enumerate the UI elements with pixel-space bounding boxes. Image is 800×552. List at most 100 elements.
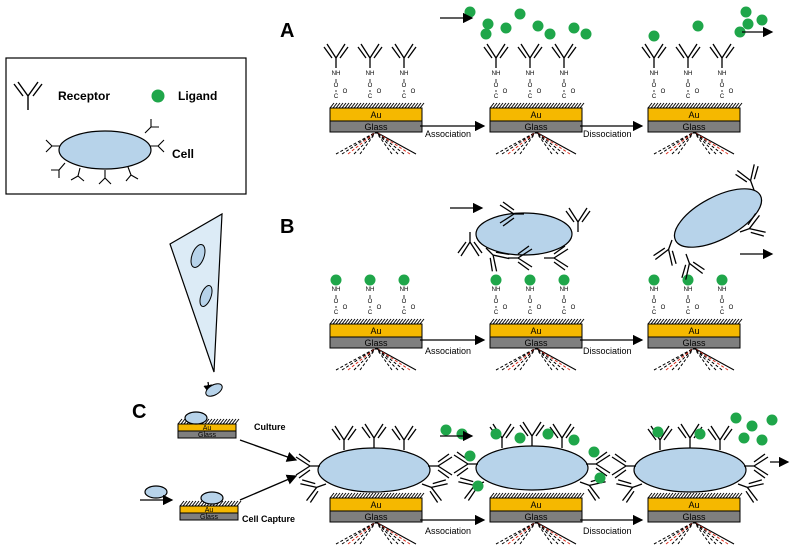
receptor-b2-3 (544, 245, 569, 271)
linker-oxygen: O (686, 299, 691, 305)
ligand-a3-free-1 (756, 14, 768, 26)
receptor-c2-3 (549, 423, 575, 448)
linker-oxygen: O (652, 299, 657, 305)
receptor-a3-2 (675, 43, 701, 68)
receptor-b2-2 (508, 245, 533, 271)
gold-label: Au (203, 425, 212, 432)
linker-carbon: C (494, 94, 499, 100)
receptor-a2-2 (517, 43, 543, 68)
ligand-b2-3 (558, 274, 570, 286)
ligand-b2-1 (490, 274, 502, 286)
ligand-a2-free-2 (514, 8, 526, 20)
receptor-b2-0 (457, 232, 483, 257)
ligand-b3-3 (716, 274, 728, 286)
pipette-drop-cell (205, 383, 223, 397)
linker-oxygen: O (334, 83, 339, 89)
receptor-a3-3 (709, 43, 735, 68)
glass-label: Glass (364, 338, 388, 348)
ligand-a3-bound-0 (648, 30, 660, 42)
sam-layer (179, 500, 242, 507)
receptor-c2-0 (453, 451, 478, 477)
ligand-c3-free-2 (738, 432, 750, 444)
ligand-b3-1 (648, 274, 660, 286)
receptor-a2-3 (551, 43, 577, 68)
receptor-b3-1 (735, 164, 759, 191)
glass-label: Glass (682, 338, 706, 348)
linker-carbon: C (402, 310, 407, 316)
linker-carbon: C (562, 94, 567, 100)
ligand-a2-free-1 (482, 18, 494, 30)
linker-carbon: C (720, 94, 725, 100)
gold-label: Au (688, 110, 699, 120)
ligand-a2-bound-5 (580, 28, 592, 40)
ligand-a3-bound-1 (692, 20, 704, 32)
linker-carbonyl-o: O (411, 89, 416, 95)
linker-oxygen: O (720, 83, 725, 89)
receptor-a3-1 (641, 43, 667, 68)
sam-layer (489, 102, 585, 109)
glass-label: Glass (524, 512, 548, 522)
linker-oxygen: O (686, 83, 691, 89)
linker-oxygen: O (652, 83, 657, 89)
linker-carbonyl-o: O (571, 305, 576, 311)
ligand-c-free-1 (456, 428, 468, 440)
linker-carbon: C (368, 310, 373, 316)
linker-oxygen: O (494, 299, 499, 305)
sam-layer (329, 102, 425, 109)
linker-oxygen: O (402, 83, 407, 89)
linker-nh: NH (400, 71, 409, 77)
ligand-c2-bound-5 (588, 446, 600, 458)
ligand-a3-free-0 (740, 6, 752, 18)
receptor-b2-1 (565, 207, 591, 232)
receptor-b3-3 (739, 213, 766, 237)
linker-carbon: C (528, 310, 533, 316)
linker-carbonyl-o: O (661, 89, 666, 95)
linker-carbon: C (652, 94, 657, 100)
linker-carbon: C (494, 310, 499, 316)
linker-carbonyl-o: O (343, 89, 348, 95)
linker-carbon: C (652, 310, 657, 316)
linker-nh: NH (684, 287, 693, 293)
glass-label: Glass (682, 122, 706, 132)
panel-label-a: A (280, 20, 294, 42)
sam-layer (647, 318, 743, 325)
receptor-c1-2 (331, 425, 357, 450)
light-rays (335, 521, 417, 545)
glass-label: Glass (524, 122, 548, 132)
linker-nh: NH (492, 71, 501, 77)
linker-oxygen: O (402, 299, 407, 305)
step-label-b-association: Association (425, 346, 471, 356)
linker-oxygen: O (494, 83, 499, 89)
linker-carbonyl-o: O (377, 305, 382, 311)
step-label-a-association: Association (425, 129, 471, 139)
linker-carbonyl-o: O (377, 89, 382, 95)
linker-a1-3: COO NH (400, 71, 416, 100)
glass-label: Glass (198, 432, 216, 439)
linker-carbonyl-o: O (537, 305, 542, 311)
linker-oxygen: O (334, 299, 339, 305)
pipette-cell-2 (199, 285, 213, 307)
linker-nh: NH (526, 287, 535, 293)
legend: Receptor Ligand Cell (5, 57, 247, 195)
receptor-a1-2 (357, 43, 383, 68)
ligand-a2-free-0 (464, 6, 476, 18)
ligand-c-free-0 (440, 424, 452, 436)
legend-ligand-icon (151, 89, 165, 103)
pipette (169, 212, 223, 397)
cell-c-culture-cell (184, 411, 208, 425)
step-label-a-dissociation: Dissociation (583, 129, 632, 139)
linker-carbon: C (402, 94, 407, 100)
ligand-b3-2 (682, 274, 694, 286)
linker-carbon: C (720, 310, 725, 316)
receptor-c3-4 (677, 423, 703, 448)
